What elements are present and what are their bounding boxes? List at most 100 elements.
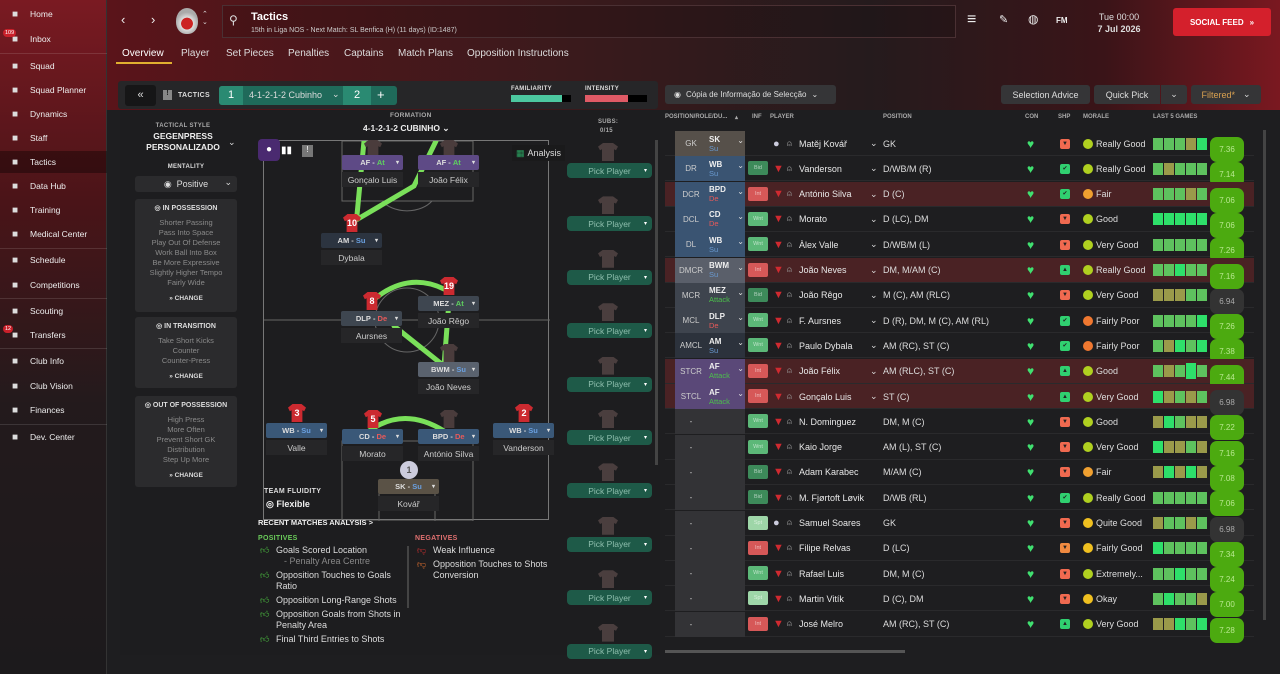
- col-header-player[interactable]: PLAYER: [770, 114, 794, 120]
- player-name-dropdown[interactable]: João Félix: [418, 172, 479, 187]
- chevron-down-icon[interactable]: ⌄: [332, 89, 340, 99]
- globe-icon[interactable]: ◍: [1028, 12, 1039, 26]
- selection-info-dropdown[interactable]: ◉Cópia de Informação de Selecção⌄: [665, 85, 836, 104]
- recent-matches-analysis-link[interactable]: RECENT MATCHES ANALYSIS >: [258, 518, 373, 527]
- player-name-link[interactable]: João Neves: [799, 265, 847, 275]
- player-name-link[interactable]: João Rêgo: [799, 290, 843, 301]
- player-name-dropdown[interactable]: Valle: [266, 440, 327, 455]
- sidebar-item-finances[interactable]: ■Finances: [0, 399, 107, 421]
- position-role-dropdown[interactable]: MEZ - At▾: [418, 296, 479, 311]
- position-role-dropdown[interactable]: DLP - De▾: [341, 311, 402, 326]
- chevron-down-icon[interactable]: ⌄: [870, 163, 878, 174]
- player-name-dropdown[interactable]: Aursnes: [341, 328, 402, 343]
- player-name-link[interactable]: F. Aursnes: [799, 315, 842, 326]
- formation-dropdown[interactable]: 4-1-2-1-2 CUBINHO ⌄: [363, 123, 450, 134]
- chevron-down-icon[interactable]: ⌄: [870, 340, 878, 351]
- pick-player-dropdown[interactable]: Pick Player▾: [567, 430, 652, 445]
- player-shirt[interactable]: 1: [400, 461, 418, 479]
- player-name-dropdown[interactable]: António Silva: [418, 446, 479, 461]
- player-name-dropdown[interactable]: Morato: [342, 446, 403, 461]
- sidebar-item-schedule[interactable]: ■Schedule: [0, 249, 107, 271]
- sidebar-item-home[interactable]: ■Home: [0, 3, 107, 25]
- table-vertical-scrollbar[interactable]: [1263, 130, 1266, 620]
- col-header-morale[interactable]: MORALE: [1083, 114, 1109, 120]
- chevron-down-icon[interactable]: ⌄: [870, 289, 878, 300]
- player-name-dropdown[interactable]: Gonçalo Luis: [342, 172, 403, 187]
- player-view-icon[interactable]: ●: [258, 139, 280, 161]
- edit-icon[interactable]: ✎: [999, 14, 1009, 26]
- sidebar-item-medical-center[interactable]: ■Medical Center: [0, 223, 107, 245]
- tab-captains[interactable]: Captains: [344, 48, 384, 59]
- player-name-dropdown[interactable]: João Rêgo: [418, 313, 479, 328]
- player-name-link[interactable]: Kaio Jorge: [799, 442, 843, 453]
- chevron-down-icon[interactable]: ⌄: [228, 137, 236, 147]
- pick-player-dropdown[interactable]: Pick Player▾: [567, 323, 652, 339]
- pick-player-dropdown[interactable]: Pick Player▾: [567, 376, 652, 392]
- tactical-style-dropdown[interactable]: GEGENPRESS PERSONALIZADO: [146, 131, 220, 152]
- player-name-link[interactable]: Gonçalo Luis: [799, 391, 852, 402]
- quick-pick-button[interactable]: Quick Pick: [1094, 85, 1160, 104]
- date-time-button[interactable]: Tue 00:00 7 Jul 2026: [1087, 11, 1151, 35]
- back-button[interactable]: ‹: [121, 12, 126, 27]
- player-name-link[interactable]: Samuel Soares: [799, 518, 861, 528]
- col-header-con[interactable]: CON: [1025, 114, 1039, 120]
- player-name-link[interactable]: M. Fjørtoft Løvik: [799, 492, 864, 503]
- pick-player-dropdown[interactable]: Pick Player▾: [567, 643, 652, 659]
- pick-player-dropdown[interactable]: Pick Player▾: [567, 483, 652, 499]
- player-name-link[interactable]: Vanderson: [799, 163, 842, 174]
- player-shirt[interactable]: [440, 410, 458, 428]
- pick-player-dropdown[interactable]: Pick Player▾: [567, 216, 652, 232]
- sidebar-item-staff[interactable]: ■Staff: [0, 127, 107, 149]
- table-horizontal-scrollbar[interactable]: [665, 650, 905, 653]
- chevron-down-icon[interactable]: ⌄: [870, 365, 878, 376]
- familiarity-bar[interactable]: [511, 95, 571, 102]
- position-role-dropdown[interactable]: BPD - De▾: [418, 429, 479, 444]
- tab-opposition-instructions[interactable]: Opposition Instructions: [467, 48, 569, 59]
- tab-overview[interactable]: Overview: [122, 48, 164, 59]
- player-shirt[interactable]: 19: [440, 277, 458, 295]
- col-header-position[interactable]: POSITION: [883, 114, 912, 120]
- tab-player[interactable]: Player: [181, 48, 210, 59]
- chevron-down-icon[interactable]: ⌄: [870, 138, 878, 148]
- player-shirt[interactable]: 10: [343, 214, 361, 232]
- sidebar-item-data-hub[interactable]: ■Data Hub: [0, 175, 107, 197]
- sidebar-item-squad[interactable]: ■Squad: [0, 55, 107, 77]
- player-name-link[interactable]: João Félix: [799, 366, 841, 377]
- position-role-dropdown[interactable]: BWM - Su▾: [418, 362, 479, 377]
- menu-icon[interactable]: ≡: [967, 11, 977, 28]
- player-shirt[interactable]: [440, 344, 458, 362]
- tab-penalties[interactable]: Penalties: [288, 48, 330, 59]
- intensity-bar[interactable]: [585, 95, 647, 102]
- quick-pick-chevron-icon[interactable]: ⌄: [1161, 85, 1187, 104]
- player-shirt[interactable]: 2: [515, 404, 533, 422]
- title-search-box[interactable]: ⚲ Tactics 15th in Liga NOS - Next Match:…: [222, 5, 956, 38]
- player-name-link[interactable]: António Silva: [799, 189, 852, 200]
- player-shirt[interactable]: 3: [288, 404, 306, 422]
- chevron-down-icon[interactable]: ⌄: [870, 315, 878, 326]
- mentality-dropdown[interactable]: ◉Positive⌄: [135, 176, 237, 192]
- sidebar-item-dev-center[interactable]: ■Dev. Center: [0, 426, 107, 448]
- position-role-dropdown[interactable]: WB - Su▾: [493, 423, 554, 438]
- player-name-link[interactable]: Adam Karabec: [799, 467, 859, 478]
